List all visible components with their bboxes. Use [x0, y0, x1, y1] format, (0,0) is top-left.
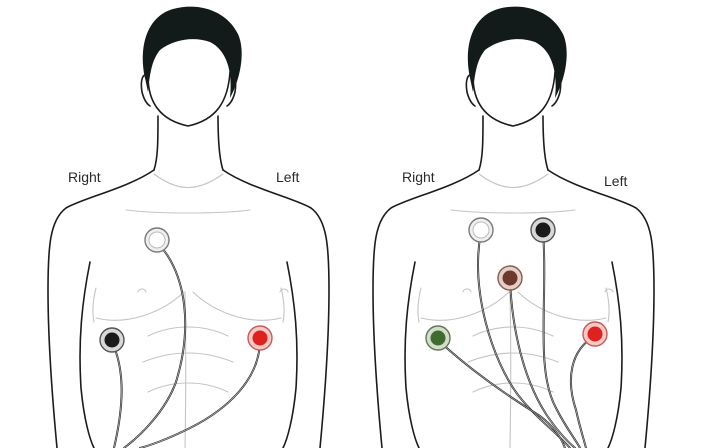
left-side-label: Left [276, 169, 299, 185]
torso-outline [373, 7, 654, 448]
figure-three-lead: Right Left [48, 7, 329, 448]
left-side-label: Left [604, 173, 627, 189]
electrode-white [469, 218, 493, 242]
right-side-label: Right [68, 169, 101, 185]
electrode-green [426, 326, 450, 350]
electrode-red [583, 322, 607, 346]
electrode-black [100, 328, 124, 352]
electrode-red [248, 326, 272, 350]
electrode-white [145, 228, 169, 252]
electrode-black [531, 218, 555, 242]
electrode-brown [498, 266, 522, 290]
lead-wires [438, 232, 595, 448]
right-side-label: Right [402, 169, 435, 185]
torso-outline [48, 7, 329, 448]
figure-five-lead: Right Left [373, 7, 654, 448]
